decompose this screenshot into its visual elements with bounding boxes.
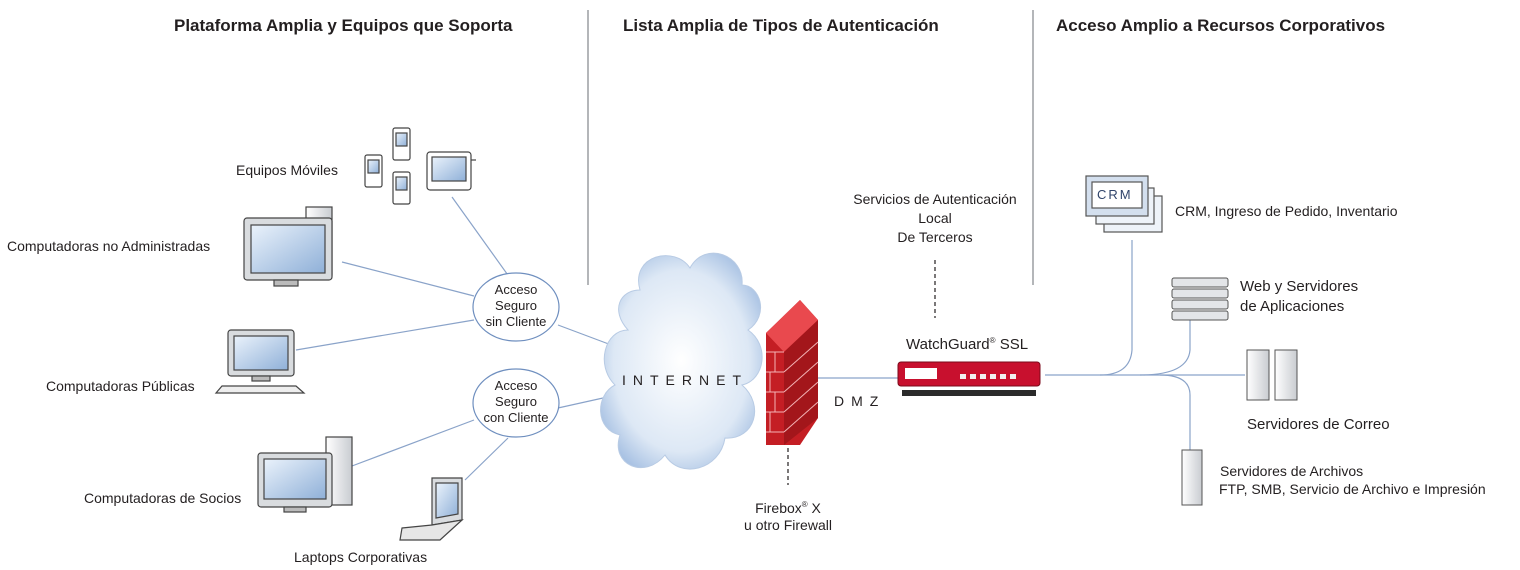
client-access-label: Acceso Seguro con Cliente: [483, 378, 549, 425]
label-partner-computers: Computadoras de Socios: [84, 490, 242, 506]
label-ssl-appliance: WatchGuard® SSL: [906, 336, 1029, 353]
client-links: [295, 196, 1245, 481]
label-crm: CRM, Ingreso de Pedido, Inventario: [1175, 203, 1398, 219]
section-header-authentication: Lista Amplia de Tipos de Autenticación: [623, 16, 939, 35]
resource-links: [1099, 240, 1191, 450]
label-firewall: Firebox® X u otro Firewall: [744, 500, 832, 533]
label-dmz: DMZ: [834, 393, 886, 409]
internet-cloud-icon: [600, 252, 763, 470]
crm-windows-icon: [1085, 175, 1163, 233]
firewall-icon: [766, 300, 819, 445]
ssl-appliance-icon: [897, 361, 1041, 396]
partner-computer-icon: [257, 436, 353, 513]
label-auth-services: Servicios de Autenticación Local De Terc…: [853, 191, 1017, 245]
public-computer-icon: [214, 329, 306, 394]
label-mobile-devices: Equipos Móviles: [236, 162, 338, 178]
label-internet: INTERNET: [622, 372, 748, 388]
label-mail-servers: Servidores de Correo: [1247, 416, 1390, 433]
label-unmanaged-computers: Computadoras no Administradas: [7, 238, 211, 254]
label-corporate-laptops: Laptops Corporativas: [294, 549, 428, 565]
crm-badge: CRM: [1097, 187, 1133, 202]
laptop-icon: [399, 477, 464, 541]
mail-servers-icon: [1246, 349, 1298, 401]
clientless-access-label: Acceso Seguro sin Cliente: [485, 282, 547, 329]
client-access-oval: [472, 368, 560, 438]
section-header-resources: Acceso Amplio a Recursos Corporativos: [1056, 16, 1386, 35]
section-header-platforms: Plataforma Amplia y Equipos que Soporta: [174, 16, 513, 35]
file-server-icon: [1181, 449, 1203, 506]
label-public-computers: Computadoras Públicas: [46, 378, 195, 394]
unmanaged-computer-icon: [243, 206, 333, 287]
label-file-servers: Servidores de Archivos FTP, SMB, Servici…: [1219, 463, 1486, 497]
label-web-servers: Web y Servidores de Aplicaciones: [1240, 278, 1359, 315]
web-servers-icon: [1171, 277, 1229, 321]
mobile-devices-icon: [364, 127, 476, 205]
clientless-access-oval: [472, 272, 560, 342]
